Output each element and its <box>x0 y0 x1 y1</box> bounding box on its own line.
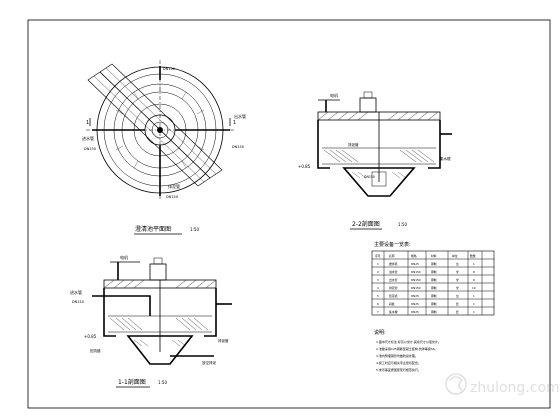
table-cell: 5 <box>377 294 379 298</box>
plan-section-mark-left: 1 <box>86 120 89 126</box>
section11-motor <box>149 263 167 281</box>
drawing-frame <box>27 19 551 409</box>
notes: 说明: 1.图中尺寸标注:标高以米计,其余尺寸以毫米计。 2.池壁采用C25钢筋… <box>374 329 441 372</box>
table-cell: 刮泥机 <box>389 294 398 298</box>
table-header-cell: 数量 <box>470 254 476 258</box>
table-cell: 套 <box>456 310 459 314</box>
section11-cone <box>126 335 194 365</box>
section22-cone <box>342 167 416 197</box>
plan-view-scale: 1:50 <box>190 227 199 232</box>
section22-motor <box>359 97 377 113</box>
section11-drain-label: 放空排泥 <box>202 360 216 365</box>
section11-pipe-label: 排泥管 <box>218 338 229 343</box>
table-cell: 6 <box>473 278 475 282</box>
section11-title: 1-1剖面图 <box>118 378 146 386</box>
table-cell: 钢制 <box>431 278 437 282</box>
plan-drain-label: 排泥管 <box>168 183 180 189</box>
plan-top-note: DN150 <box>163 67 175 71</box>
table-cell: 排泥管 <box>389 286 398 290</box>
table-cell: 8 <box>473 270 475 274</box>
plan-outlet-dn: DN150 <box>232 145 244 149</box>
section11-bottom-label: 回流缝 <box>90 348 101 353</box>
table-cell: 1 <box>473 294 475 298</box>
section11-inlet-dn: DN150 <box>72 300 84 304</box>
equipment-table-title: 主要设备一览表: <box>374 241 411 248</box>
table-cell: DN25 <box>411 262 419 266</box>
section11-scale: 1:50 <box>158 380 167 385</box>
section-1-1: 电机 进水管 DN150 +0.85 排泥管 放空排泥 回 <box>70 254 232 388</box>
table-cell: 钢制 <box>431 302 437 306</box>
table-cell: 集水槽 <box>389 310 398 314</box>
table-cell: 出水管 <box>389 278 398 282</box>
section-2-2: 电机 +0.85 排泥管 集水槽 DN150 2-2剖面图 1:50 <box>298 91 452 230</box>
plan-section-mark-right: 1 <box>233 120 236 126</box>
table-header-cell: 名称 <box>389 254 395 258</box>
plan-inlet-label: 进水管 <box>82 135 94 141</box>
section11-level: +0.85 <box>84 334 97 339</box>
table-cell: 7 <box>377 310 379 314</box>
table-cell: 米 <box>456 278 459 282</box>
plan-inlet-dn: DN150 <box>84 147 96 151</box>
notes-title: 说明: <box>374 329 386 336</box>
table-cell: 3 <box>377 278 379 282</box>
table-cell: 10 <box>472 286 476 290</box>
plan-drain-dn: DN150 <box>166 195 178 199</box>
table-cell: 钢制 <box>431 294 437 298</box>
section22-sludge-label: 排泥管 <box>348 142 359 147</box>
table-header-cell: 单位 <box>452 254 458 258</box>
table-cell: 6 <box>377 302 379 306</box>
table-cell: 钢制 <box>431 286 437 290</box>
table-cell: 米 <box>456 270 459 274</box>
equipment-table: 主要设备一览表: 序号 名称 规格 材料 单位 数量 1 搅拌机 DN25 <box>371 241 495 316</box>
section22-dn: DN150 <box>364 175 375 179</box>
table-header-cell: 规格 <box>411 254 417 258</box>
table-cell: 台 <box>456 294 459 298</box>
plan-view-title: 澄清池平面图 <box>135 225 171 233</box>
note-item: 3.池内预埋钢管均做防腐处理。 <box>376 353 418 358</box>
section22-level: +0.85 <box>298 164 311 169</box>
plan-view: 1 1 DN150 进水管 DN150 出水管 DN150 排泥管 DN150 … <box>82 60 246 235</box>
table-cell: DN25 <box>411 310 419 314</box>
table-cell: 钢制 <box>431 310 437 314</box>
table-cell: 搅拌机 <box>389 262 398 266</box>
table-cell: 进水管 <box>389 270 398 274</box>
note-item: 1.图中尺寸标注:标高以米计,其余尺寸以毫米计。 <box>376 339 441 344</box>
note-item: 4.施工时应与相关专业密切配合。 <box>376 360 421 365</box>
table-header-cell: 序号 <box>375 254 381 258</box>
table-cell: 斜板 <box>389 302 395 306</box>
section22-title: 2-2剖面图 <box>352 220 380 228</box>
table-cell: 4 <box>377 286 379 290</box>
watermark-text: zhulong.com <box>470 380 560 396</box>
note-item: 2.池壁采用C25钢筋混凝土结构,抗渗等级S6。 <box>376 346 438 351</box>
table-header-cell: 材料 <box>431 254 437 258</box>
table-cell: 1 <box>377 262 379 266</box>
section22-motor-label: 电机 <box>330 92 338 98</box>
section11-motor-label: 电机 <box>120 254 128 260</box>
table-cell: 套 <box>456 302 459 306</box>
table-cell: 1 <box>473 302 475 306</box>
watermark: zhulong.com <box>445 373 560 396</box>
table-cell: 1 <box>473 310 475 314</box>
table-cell: 2 <box>377 270 379 274</box>
table-cell: DN150 <box>411 278 421 282</box>
table-cell: DN25 <box>411 302 419 306</box>
table-cell: DN150 <box>411 270 421 274</box>
table-cell: 1 <box>473 262 475 266</box>
table-cell: 钢制 <box>431 262 437 266</box>
plan-outlet-label: 出水管 <box>234 113 246 119</box>
table-cell: 米 <box>456 286 459 290</box>
table-cell: DN25 <box>411 294 419 298</box>
section22-collect-label: 集水槽 <box>440 156 451 161</box>
table-cell: 钢制 <box>431 270 437 274</box>
note-item: 5.未尽事宜按国家现行规范执行。 <box>376 367 421 372</box>
table-cell: DN150 <box>411 286 421 290</box>
section11-inlet-pipe <box>92 295 151 316</box>
section11-inlet-label: 进水管 <box>70 289 82 295</box>
section22-scale: 1:50 <box>398 222 407 227</box>
table-cell: 台 <box>456 262 459 266</box>
